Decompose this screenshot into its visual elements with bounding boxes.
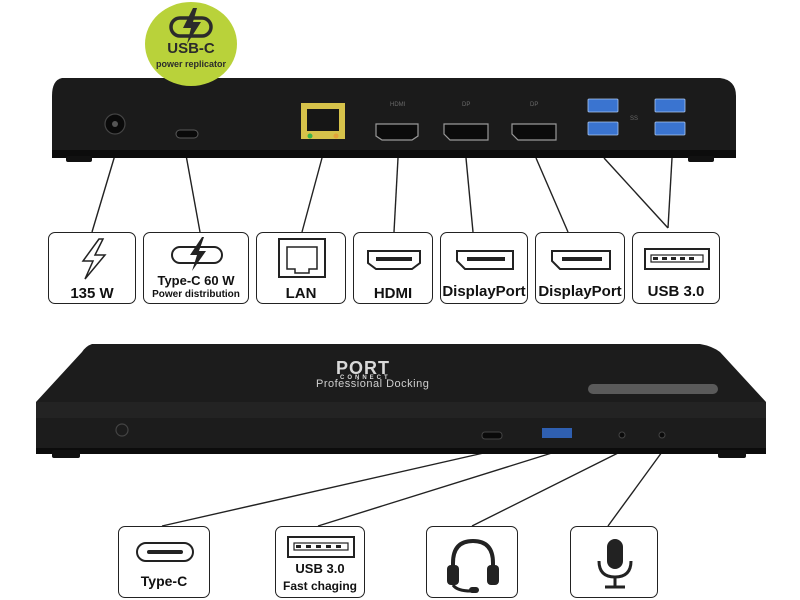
port-label-power: 135 W xyxy=(70,285,114,302)
port-label-usb3: USB 3.0 xyxy=(647,283,705,300)
port-label-front-type-c: Type-C xyxy=(140,573,188,589)
brand-logo: PORT xyxy=(336,358,391,378)
dock-front-photo xyxy=(36,344,766,458)
rear-mark-hdmi: HDMI xyxy=(390,102,406,108)
hdmi-port-icon xyxy=(367,250,421,270)
brand-subtext: CONNECT xyxy=(340,375,391,381)
device-tagline: Professional Docking xyxy=(316,378,430,390)
port-card-front-usb3: USB 3.0 Fast chaging xyxy=(275,526,365,598)
port-sublabel-front-usb3: Fast chaging xyxy=(282,579,357,593)
rear-mark-ss: SS xyxy=(630,116,638,122)
port-card-usb3: USB 3.0 xyxy=(632,232,720,304)
usb-a-port-icon xyxy=(644,248,710,270)
port-card-power: 135 W xyxy=(48,232,136,304)
headset-icon xyxy=(447,538,499,593)
port-card-displayport-2: DisplayPort xyxy=(535,232,625,304)
usb-c-power-icon xyxy=(171,237,223,271)
port-card-type-c-pd: Type-C 60 W Power distribution xyxy=(143,232,249,304)
lightning-icon xyxy=(81,238,107,280)
port-card-front-type-c: Type-C xyxy=(118,526,210,598)
port-label-lan: LAN xyxy=(285,285,317,302)
badge-title: USB-C xyxy=(167,40,215,57)
microphone-icon xyxy=(597,539,633,589)
port-card-hdmi: HDMI xyxy=(353,232,433,304)
port-card-microphone xyxy=(570,526,658,598)
usb-a-port-icon xyxy=(287,536,355,558)
port-card-headset xyxy=(426,526,518,598)
port-card-displayport-1: DisplayPort xyxy=(440,232,528,304)
port-card-lan: LAN xyxy=(256,232,346,304)
port-label-hdmi: HDMI xyxy=(373,285,413,302)
ethernet-port-icon xyxy=(278,238,326,278)
displayport-icon xyxy=(456,250,514,270)
port-sublabel-type-c: Power distribution xyxy=(152,289,240,300)
badge-subtitle: power replicator xyxy=(155,59,227,69)
rear-mark-dp1: DP xyxy=(462,102,470,108)
usb-c-power-icon xyxy=(169,8,213,44)
displayport-icon xyxy=(551,250,611,270)
rear-mark-dp2: DP xyxy=(530,102,538,108)
port-label-displayport-1: DisplayPort xyxy=(442,283,526,300)
port-label-front-usb3: USB 3.0 xyxy=(295,561,345,576)
port-label-displayport-2: DisplayPort xyxy=(538,283,622,300)
port-label-type-c: Type-C 60 W xyxy=(157,273,235,288)
usb-c-badge: USB-C power replicator xyxy=(145,2,237,86)
dock-rear-photo: HDMI DP DP SS xyxy=(52,78,736,162)
usb-c-port-icon xyxy=(136,542,194,562)
